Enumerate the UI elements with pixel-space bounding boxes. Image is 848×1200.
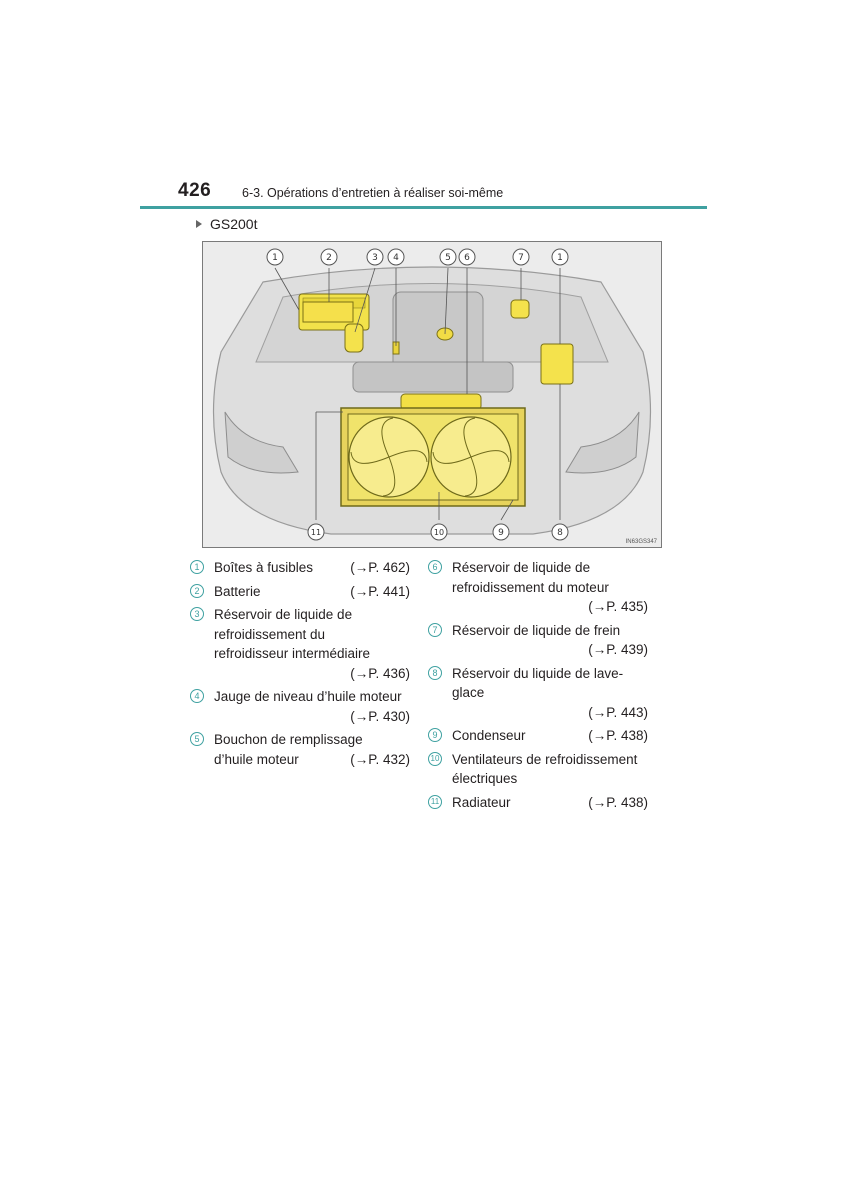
callout-9: 9 — [492, 523, 510, 541]
legend-number: 2 — [190, 583, 204, 598]
callout-7: 7 — [512, 248, 530, 266]
legend-item: 6 Réservoir de liquide de refroidissemen… — [428, 558, 648, 617]
page-reference: (→P. 432) — [350, 751, 410, 767]
legend-text: électriques — [452, 771, 518, 786]
page-reference: (→P. 438) — [588, 794, 648, 810]
legend-item: 9 Condenseur (→P. 438) — [428, 726, 648, 746]
engine-bay-drawing — [203, 242, 661, 547]
callout-1-top-right: 1 — [551, 248, 569, 266]
legend-text: Batterie — [214, 583, 261, 599]
legend-text: Réservoir de liquide de — [452, 560, 591, 575]
page-reference: (→P. 462) — [350, 560, 410, 575]
callout-11: 11 — [307, 523, 325, 541]
header-divider — [140, 206, 707, 209]
legend-number: 3 — [190, 607, 204, 621]
legend-text: refroidisseur intermédiaire — [214, 646, 371, 661]
page-header: 426 6-3. Opérations d’entretien à réalis… — [140, 178, 707, 210]
callout-layer: 1 2 3 4 5 6 7 1 11 10 9 8 — [266, 248, 569, 541]
legend-text: refroidissement du — [214, 626, 326, 642]
page-reference: (→P. 438) — [588, 728, 648, 743]
svg-text:3: 3 — [372, 253, 378, 263]
legend-text: Réservoir de liquide de frein — [452, 622, 621, 638]
svg-text:1: 1 — [557, 253, 563, 263]
legend-item: 1 Boîtes à fusibles (→P. 462) — [190, 558, 410, 578]
legend-item: 7 Réservoir de liquide de frein (→P. 439… — [428, 621, 648, 660]
callout-1-top-left: 1 — [266, 248, 284, 266]
legend-number: 8 — [428, 665, 442, 680]
svg-text:8: 8 — [557, 528, 563, 538]
triangle-bullet-icon — [196, 220, 202, 228]
page-reference: (→P. 443) — [588, 704, 648, 720]
legend-number: 1 — [190, 560, 204, 574]
legend-number: 11 — [428, 794, 442, 809]
callout-6: 6 — [458, 248, 476, 266]
legend-text: Réservoir du liquide de lave-glace — [452, 665, 624, 701]
section-title: 6-3. Opérations d’entretien à réaliser s… — [242, 186, 504, 200]
page-reference: (→P. 439) — [588, 642, 648, 657]
legend-item: 5 Bouchon de remplissage d’huile moteur (… — [190, 730, 410, 769]
subsection-title: GS200t — [210, 216, 258, 232]
svg-text:6: 6 — [464, 253, 470, 263]
callout-4: 4 — [387, 248, 405, 266]
page-number: 426 — [178, 180, 212, 201]
callout-5: 5 — [439, 248, 457, 266]
subsection-heading: GS200t — [196, 216, 257, 232]
legend-number: 9 — [428, 728, 442, 742]
legend-item: 8 Réservoir du liquide de lave-glace (→P… — [428, 664, 648, 723]
svg-text:2: 2 — [326, 253, 332, 263]
legend-text: Ventilateurs de refroidissement — [452, 751, 638, 767]
svg-text:4: 4 — [393, 253, 399, 263]
page-reference: (→P. 441) — [350, 583, 410, 599]
callout-2: 2 — [320, 248, 338, 266]
legend-text: Condenseur — [452, 728, 526, 743]
legend-text: Bouchon de remplissage — [214, 732, 363, 747]
legend-item: 4 Jauge de niveau d’huile moteur (→P. 43… — [190, 687, 410, 726]
legend-text: Radiateur — [452, 794, 511, 810]
page-reference: (→P. 435) — [588, 599, 648, 614]
svg-text:7: 7 — [518, 253, 524, 263]
svg-text:9: 9 — [498, 528, 504, 538]
legend-left-column: 1 Boîtes à fusibles (→P. 462) 2 Batterie (… — [190, 558, 410, 773]
svg-text:1: 1 — [272, 253, 278, 263]
legend-item: 10 Ventilateurs de refroidissement élect… — [428, 750, 648, 789]
callout-10: 10 — [430, 523, 448, 541]
engine-bay-illustration: 1 2 3 4 5 6 7 1 11 10 9 8 IN63GS347 — [202, 241, 662, 548]
legend-text: Réservoir de liquide de — [214, 607, 353, 622]
callout-8: 8 — [551, 523, 569, 541]
legend-number: 10 — [428, 751, 442, 766]
legend-item: 2 Batterie (→P. 441) — [190, 582, 410, 602]
legend-text: Boîtes à fusibles — [214, 560, 314, 575]
legend-right-column: 6 Réservoir de liquide de refroidissemen… — [428, 558, 648, 816]
legend-item: 3 Réservoir de liquide de refroidissemen… — [190, 605, 410, 683]
legend-number: 4 — [190, 689, 204, 703]
legend-item: 11 Radiateur (→P. 438) — [428, 793, 648, 813]
figure-code: IN63GS347 — [625, 539, 657, 545]
legend-number: 7 — [428, 622, 442, 637]
page-reference: (→P. 436) — [350, 665, 410, 681]
page-reference: (→P. 430) — [350, 708, 410, 724]
callout-3: 3 — [366, 248, 384, 266]
legend-text: Jauge de niveau d’huile moteur — [214, 689, 402, 704]
svg-text:11: 11 — [311, 528, 321, 537]
legend-number: 5 — [190, 732, 204, 746]
legend-text: refroidissement du moteur — [452, 579, 609, 595]
legend-number: 6 — [428, 560, 442, 574]
svg-text:5: 5 — [445, 253, 451, 263]
svg-text:10: 10 — [434, 528, 444, 537]
legend-text: d’huile moteur — [214, 751, 299, 767]
